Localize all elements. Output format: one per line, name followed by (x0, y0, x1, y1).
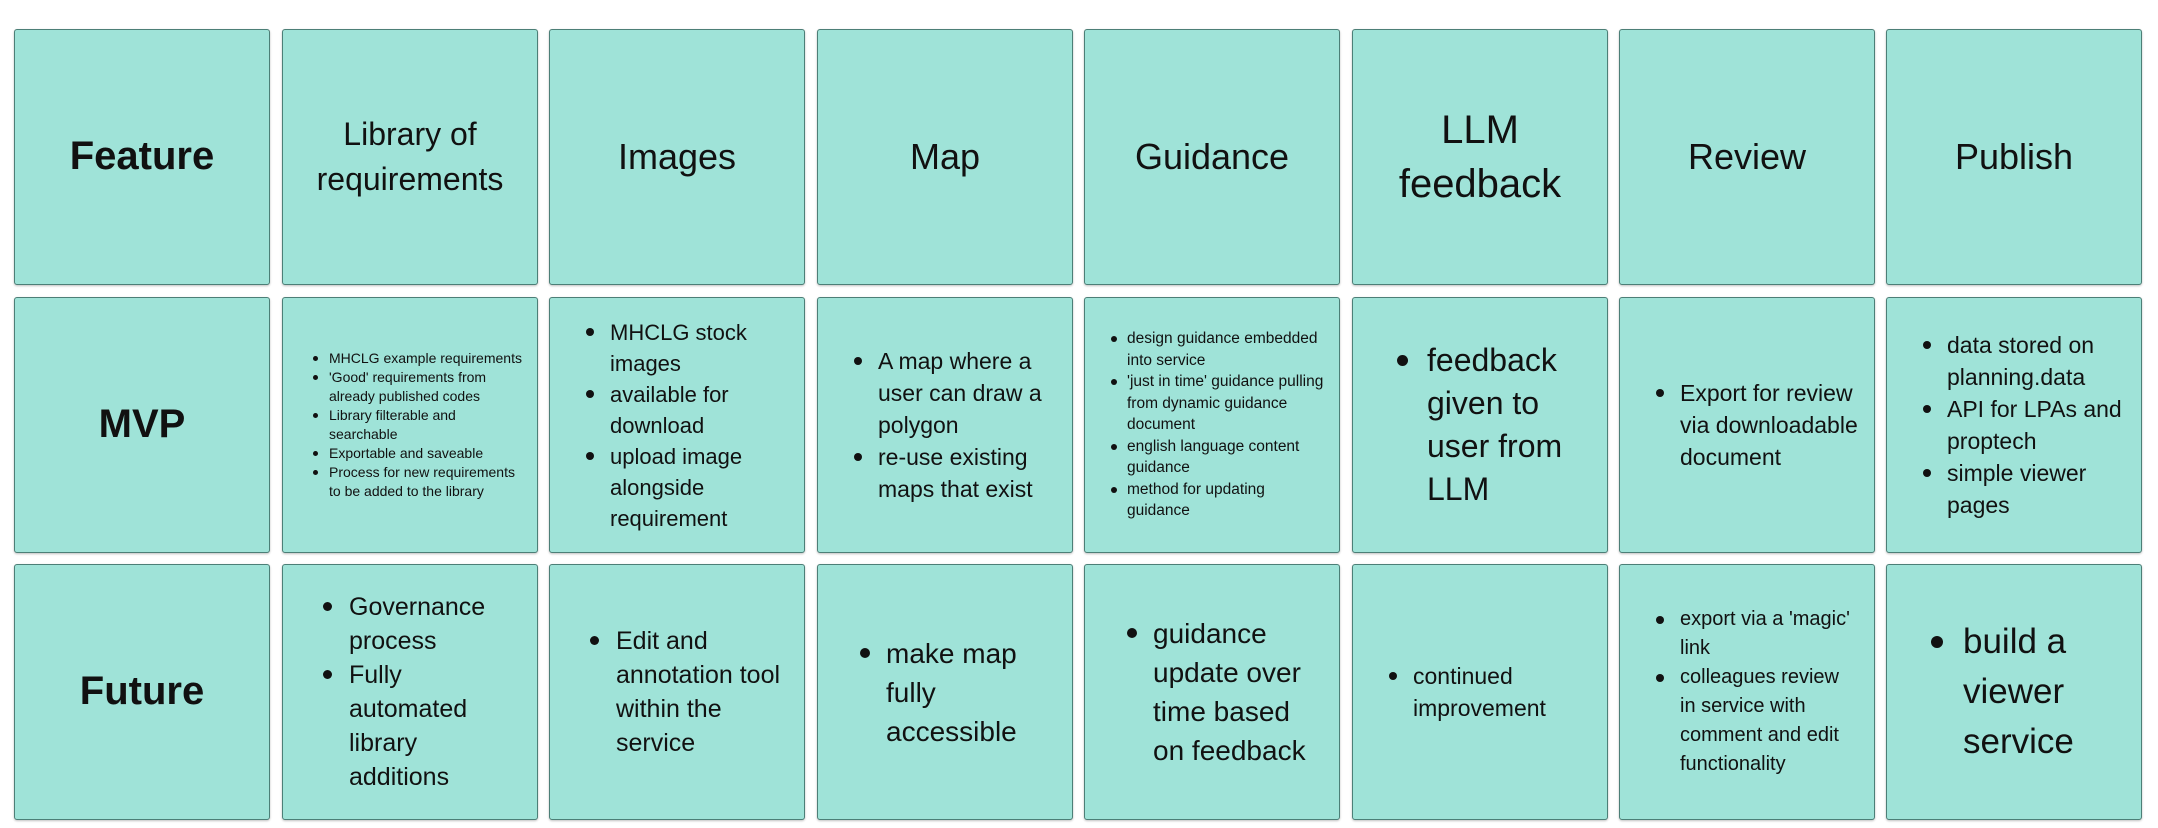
bullet-item: Fully automated library additions (323, 658, 523, 794)
header-llm-card: LLM feedback (1352, 29, 1608, 285)
bullet-item: design guidance embedded into service (1109, 328, 1325, 371)
header-guidance-card: Guidance (1084, 29, 1340, 285)
bullet-item: method for updating guidance (1109, 479, 1325, 522)
future-publish-card: build a viewer service (1886, 564, 2142, 820)
bullet-item: re-use existing maps that exist (854, 441, 1058, 505)
bullet-item: API for LPAs and proptech (1923, 393, 2127, 457)
header-publish-label: Publish (1954, 135, 2074, 177)
future-map-list: make map fully accessible (818, 634, 1072, 751)
future-publish-list: build a viewer service (1887, 617, 2141, 767)
header-feature-card: Feature (14, 29, 270, 285)
future-images-card: Edit and annotation tool within the serv… (549, 564, 805, 820)
header-review-label: Review (1687, 135, 1807, 177)
header-images-label: Images (617, 135, 737, 177)
future-guidance-list: guidance update over time based on feedb… (1085, 614, 1339, 770)
header-llm-label: LLM feedback (1398, 108, 1562, 206)
bullet-item: export via a 'magic' link (1656, 605, 1860, 663)
header-feature-label: Feature (69, 134, 215, 179)
future-llm-card: continued improvement (1352, 564, 1608, 820)
bullet-item: Governance process (323, 590, 523, 658)
bullet-item: data stored on planning.data (1923, 329, 2127, 393)
bullet-item: simple viewer pages (1923, 457, 2127, 521)
bullet-item: A map where a user can draw a polygon (854, 345, 1058, 441)
header-library-card: Library of requirements (282, 29, 538, 285)
bullet-item: 'just in time' guidance pulling from dyn… (1109, 371, 1325, 436)
header-map-card: Map (817, 29, 1073, 285)
row-label-future-card: Future (14, 564, 270, 820)
bullet-item: make map fully accessible (860, 634, 1058, 751)
bullet-item: Process for new requirements to be added… (313, 463, 523, 501)
bullet-item: available for download (586, 379, 790, 441)
mvp-llm-card: feedback given to user from LLM (1352, 297, 1608, 553)
row-label-future: Future (79, 669, 205, 714)
bullet-item: Exportable and saveable (313, 444, 523, 463)
bullet-item: guidance update over time based on feedb… (1127, 614, 1325, 770)
header-review-card: Review (1619, 29, 1875, 285)
bullet-item: english language content guidance (1109, 436, 1325, 479)
header-guidance-label: Guidance (1134, 135, 1290, 177)
mvp-review-list: Export for review via downloadable docum… (1620, 377, 1874, 473)
bullet-item: MHCLG example requirements (313, 349, 523, 368)
bullet-item: 'Good' requirements from already publish… (313, 368, 523, 406)
bullet-item: continued improvement (1389, 660, 1593, 724)
row-label-mvp: MVP (98, 402, 186, 447)
bullet-item: upload image alongside requirement (586, 441, 790, 534)
future-guidance-card: guidance update over time based on feedb… (1084, 564, 1340, 820)
bullet-item: Library filterable and searchable (313, 406, 523, 444)
future-map-card: make map fully accessible (817, 564, 1073, 820)
bullet-item: MHCLG stock images (586, 317, 790, 379)
mvp-guidance-list: design guidance embedded into service'ju… (1085, 328, 1339, 522)
row-label-mvp-card: MVP (14, 297, 270, 553)
bullet-item: build a viewer service (1931, 617, 2127, 767)
bullet-item: Export for review via downloadable docum… (1656, 377, 1860, 473)
header-map-label: Map (909, 135, 981, 177)
bullet-item: feedback given to user from LLM (1397, 339, 1593, 511)
header-images-card: Images (549, 29, 805, 285)
mvp-llm-list: feedback given to user from LLM (1353, 339, 1607, 511)
mvp-library-card: MHCLG example requirements'Good' require… (282, 297, 538, 553)
header-library-label: Library of requirements (316, 116, 504, 197)
mvp-guidance-card: design guidance embedded into service'ju… (1084, 297, 1340, 553)
mvp-review-card: Export for review via downloadable docum… (1619, 297, 1875, 553)
bullet-item: colleagues review in service with commen… (1656, 663, 1860, 779)
future-llm-list: continued improvement (1353, 660, 1607, 724)
mvp-library-list: MHCLG example requirements'Good' require… (283, 349, 537, 501)
header-publish-card: Publish (1886, 29, 2142, 285)
future-images-list: Edit and annotation tool within the serv… (550, 624, 804, 760)
bullet-item: Edit and annotation tool within the serv… (590, 624, 790, 760)
